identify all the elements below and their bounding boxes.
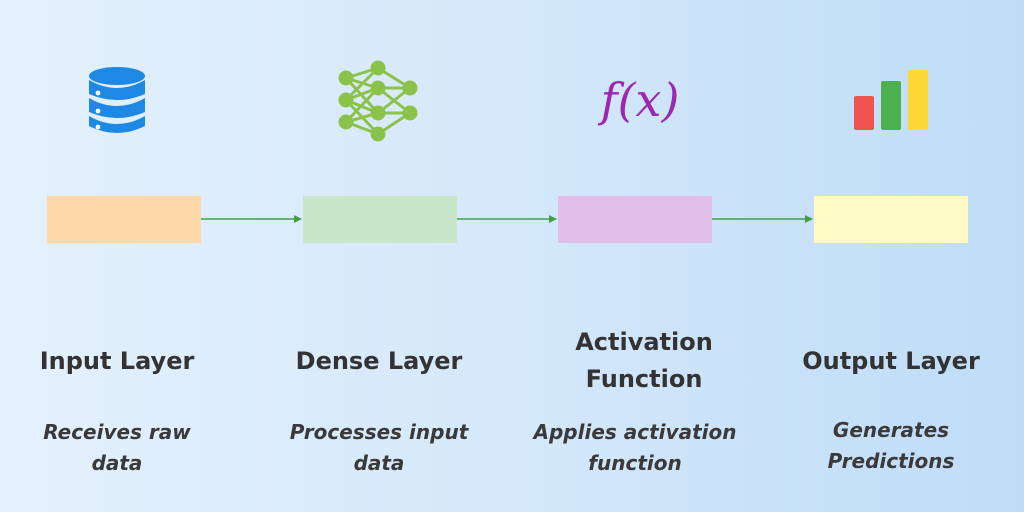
description-line: Generates — [832, 418, 950, 442]
title-line: Activation — [575, 328, 713, 356]
input-layer-description: Receives raw data — [0, 417, 237, 479]
dense-layer-description: Processes input data — [259, 417, 499, 479]
activation-function-box — [558, 196, 712, 243]
description-line: Receives raw — [43, 420, 191, 444]
activation-function-description: Applies activation function — [515, 417, 755, 479]
bar-red — [854, 96, 874, 130]
bar-chart-icon — [854, 70, 928, 130]
bar-green — [881, 81, 901, 130]
function-icon: f(x) — [598, 73, 680, 127]
database-icon — [89, 67, 145, 133]
output-layer-title: Output Layer — [771, 343, 1011, 380]
neural-network-icon — [338, 60, 418, 142]
description-line: Predictions — [827, 449, 955, 473]
function-icon-label: f(x) — [598, 73, 680, 127]
title-line: Function — [585, 365, 703, 393]
input-layer-box — [47, 196, 201, 243]
dense-layer-box — [303, 196, 457, 243]
description-line: Applies activation — [533, 420, 737, 444]
dense-layer-title: Dense Layer — [259, 343, 499, 380]
description-line: data — [91, 451, 143, 475]
description-line: data — [353, 451, 405, 475]
title-line: Dense Layer — [295, 347, 463, 375]
title-line: Input Layer — [39, 347, 195, 375]
output-layer-box — [814, 196, 968, 243]
bar-yellow — [908, 70, 928, 130]
description-line: Processes input — [289, 420, 469, 444]
title-line: Output Layer — [802, 347, 980, 375]
activation-function-title: Activation Function — [524, 324, 764, 398]
output-layer-description: Generates Predictions — [771, 415, 1011, 477]
description-line: function — [588, 451, 682, 475]
input-layer-title: Input Layer — [0, 343, 237, 380]
